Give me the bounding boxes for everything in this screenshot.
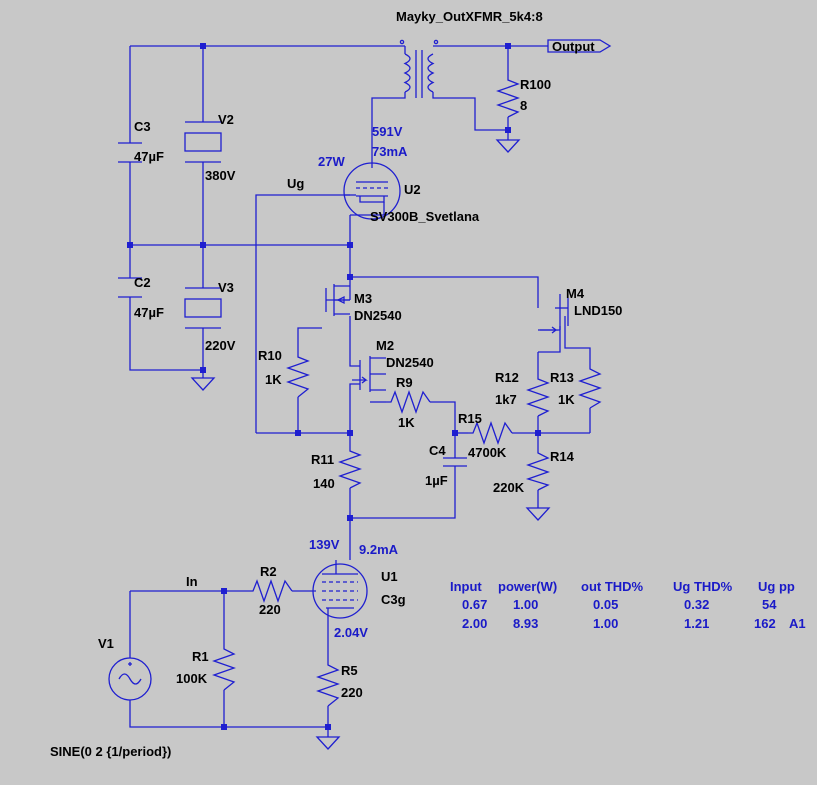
c4-symbol xyxy=(443,457,467,467)
r10-ref: R10 xyxy=(258,348,282,363)
r10-symbol xyxy=(286,352,310,398)
c2-symbol xyxy=(118,277,142,298)
r5-symbol xyxy=(316,660,340,707)
c4-value: 1µF xyxy=(425,473,448,488)
v1-ref: V1 xyxy=(98,636,114,651)
m3-model: DN2540 xyxy=(354,308,402,323)
r10-value: 1K xyxy=(265,372,282,387)
u2-model: SV300B_Svetlana xyxy=(370,209,480,224)
m2-model: DN2540 xyxy=(386,355,434,370)
c4-ref: C4 xyxy=(429,443,446,458)
r9-value: 1K xyxy=(398,415,415,430)
r1-ref: R1 xyxy=(192,649,209,664)
r5-ref: R5 xyxy=(341,663,358,678)
table-cell: 1.00 xyxy=(593,616,618,631)
net-label-ug: Ug xyxy=(287,176,304,191)
v3-ref: V3 xyxy=(218,280,234,295)
r15-ref: R15 xyxy=(458,411,482,426)
table-header: Ug pp xyxy=(758,579,795,594)
r14-value: 220K xyxy=(493,480,525,495)
r13-value: 1K xyxy=(558,392,575,407)
r100-ref: R100 xyxy=(520,77,551,92)
m2-mosfet-symbol xyxy=(352,356,386,392)
table-cell: 54 xyxy=(762,597,777,612)
u1-model: C3g xyxy=(381,592,406,607)
table-cell: 1.21 xyxy=(684,616,709,631)
transformer-symbol xyxy=(399,39,439,98)
results-table: Input power(W) out THD% Ug THD% Ug pp 0.… xyxy=(450,579,806,631)
r12-symbol xyxy=(526,374,550,417)
table-cell: 0.05 xyxy=(593,597,618,612)
table-cell: 8.93 xyxy=(513,616,538,631)
r5-value: 220 xyxy=(341,685,363,700)
v2-value: 380V xyxy=(205,168,236,183)
c2-value: 47µF xyxy=(134,305,164,320)
table-cell: 0.67 xyxy=(462,597,487,612)
r13-ref: R13 xyxy=(550,370,574,385)
u2-current-readout: 73mA xyxy=(372,144,408,159)
table-cell: 1.00 xyxy=(513,597,538,612)
table-header: power(W) xyxy=(498,579,557,594)
c2-ref: C2 xyxy=(134,275,151,290)
m4-ref: M4 xyxy=(566,286,585,301)
output-port-label[interactable]: Output xyxy=(552,39,595,54)
r100-value: 8 xyxy=(520,98,527,113)
junction-dots xyxy=(127,43,541,730)
r1-value: 100K xyxy=(176,671,208,686)
r11-symbol xyxy=(338,446,362,489)
r9-symbol xyxy=(386,390,431,414)
wires xyxy=(129,45,591,737)
r1-symbol xyxy=(212,644,236,691)
v3-symbol xyxy=(184,287,222,329)
u1-cathode-voltage-readout: 2.04V xyxy=(334,625,368,640)
r14-ref: R14 xyxy=(550,449,575,464)
r12-ref: R12 xyxy=(495,370,519,385)
u1-ref: U1 xyxy=(381,569,398,584)
r9-ref: R9 xyxy=(396,375,413,390)
v2-ref: V2 xyxy=(218,112,234,127)
r15-value: 4700K xyxy=(468,445,507,460)
r14-symbol xyxy=(525,448,550,491)
v3-value: 220V xyxy=(205,338,236,353)
v1-source-spec: SINE(0 2 {1/period}) xyxy=(50,744,171,759)
u1-plate-voltage-readout: 139V xyxy=(309,537,340,552)
v2-symbol xyxy=(184,121,222,163)
r12-value: 1k7 xyxy=(495,392,517,407)
table-cell: 2.00 xyxy=(462,616,487,631)
r13-symbol xyxy=(578,364,602,409)
r2-ref: R2 xyxy=(260,564,277,579)
u1-tube-symbol xyxy=(312,560,368,619)
c3-symbol xyxy=(118,142,142,163)
table-note: A1 xyxy=(789,616,806,631)
c3-ref: C3 xyxy=(134,119,151,134)
m3-mosfet-symbol xyxy=(325,284,350,316)
ground-symbols xyxy=(190,139,551,750)
table-cell: 0.32 xyxy=(684,597,709,612)
r100-symbol xyxy=(496,75,520,118)
output-port-symbol xyxy=(547,39,612,53)
c3-value: 47µF xyxy=(134,149,164,164)
u1-current-readout: 9.2mA xyxy=(359,542,399,557)
net-label-in: In xyxy=(186,574,198,589)
m4-mosfet-symbol xyxy=(540,294,569,334)
table-header: Input xyxy=(450,579,482,594)
r2-symbol xyxy=(248,579,293,603)
r11-ref: R11 xyxy=(311,452,334,467)
table-header: out THD% xyxy=(581,579,644,594)
m4-model: LND150 xyxy=(574,303,622,318)
transformer-label: Mayky_OutXFMR_5k4:8 xyxy=(396,9,543,24)
table-cell: 162 xyxy=(754,616,776,631)
m2-ref: M2 xyxy=(376,338,394,353)
u2-tube-symbol xyxy=(343,162,401,220)
m3-ref: M3 xyxy=(354,291,372,306)
u2-ref: U2 xyxy=(404,182,421,197)
u2-power-readout: 27W xyxy=(318,154,345,169)
v1-sine-source-symbol xyxy=(108,657,152,701)
table-header: Ug THD% xyxy=(673,579,733,594)
r2-value: 220 xyxy=(259,602,281,617)
r11-value: 140 xyxy=(313,476,335,491)
r15-symbol xyxy=(468,421,513,445)
u2-voltage-readout: 591V xyxy=(372,124,403,139)
